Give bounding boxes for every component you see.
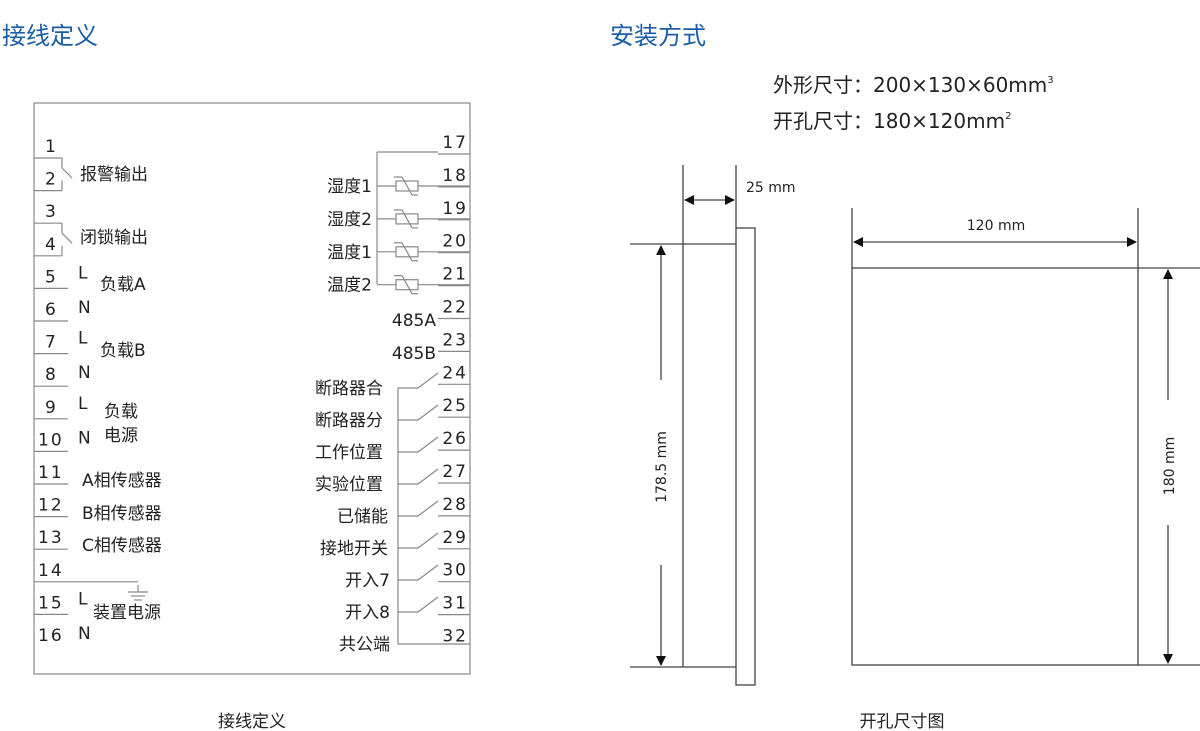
terminal-1: 1 (45, 137, 58, 157)
line-n-label: N (78, 298, 91, 318)
terminal-6: 6 (45, 300, 58, 320)
relay-contact (61, 167, 73, 179)
thermistor-icon (395, 246, 419, 258)
load-b-label: 负载B (100, 341, 146, 361)
switch-contact (417, 500, 439, 517)
cutout-view: 120 mm 180 mm (851, 208, 1200, 666)
line-n-label: N (78, 624, 91, 644)
load-power-label: 电源 (104, 426, 138, 446)
outer-size-spec: 外形尺寸：200×130×60mm3 (773, 73, 1054, 97)
terminal-10: 10 (38, 430, 64, 450)
thermistor-icon (395, 180, 419, 192)
switch-contact (417, 372, 439, 389)
terminal-23: 23 (442, 330, 468, 350)
height-dimension: 178.5 mm (654, 431, 670, 503)
switch-contact (417, 436, 439, 453)
terminal-16: 16 (38, 626, 64, 646)
terminal-5: 5 (45, 267, 58, 287)
alarm-output-label: 报警输出 (80, 165, 148, 185)
input-label-5: 接地开关 (320, 539, 388, 559)
rs485-label-0: 485A (392, 311, 436, 331)
thermistor-icon (401, 209, 413, 229)
sensor-b-label: B相传感器 (82, 504, 162, 524)
lock-output-label: 闭锁输出 (80, 228, 148, 248)
terminal-29: 29 (442, 528, 468, 548)
terminal-14: 14 (38, 561, 64, 581)
terminal-26: 26 (442, 429, 468, 449)
sensor-label-2: 温度1 (327, 243, 372, 263)
terminal-31: 31 (442, 594, 468, 614)
terminal-21: 21 (442, 265, 468, 285)
terminal-22: 22 (442, 298, 468, 318)
sensor-a-label: A相传感器 (82, 471, 162, 491)
switch-contact (417, 532, 439, 549)
terminal-19: 19 (442, 199, 468, 219)
wiring-caption: 接线定义 (218, 712, 286, 731)
switch-contact (417, 564, 439, 581)
input-label-6: 开入7 (345, 571, 390, 591)
cut-width-dimension: 120 mm (967, 218, 1025, 234)
terminal-24: 24 (442, 363, 468, 383)
line-l-label: L (78, 394, 88, 414)
input-label-1: 断路器分 (315, 411, 383, 431)
thermistor-icon (401, 275, 413, 294)
terminal-9: 9 (45, 398, 58, 418)
depth-dimension: 25 mm (746, 180, 796, 196)
line-n-label: N (78, 428, 91, 448)
input-label-3: 实验位置 (315, 475, 383, 495)
switch-contact (417, 404, 439, 421)
terminal-28: 28 (442, 495, 468, 515)
thermistor-icon (395, 279, 419, 291)
switch-contact (417, 468, 439, 485)
terminal-20: 20 (442, 232, 468, 252)
line-n-label: N (78, 363, 91, 383)
install-heading: 安装方式 (610, 22, 706, 50)
terminal-27: 27 (442, 462, 468, 482)
cutout-caption: 开孔尺寸图 (860, 712, 945, 731)
terminal-8: 8 (45, 365, 58, 385)
terminal-11: 11 (38, 463, 64, 483)
cut-height-dimension: 180 mm (1162, 437, 1178, 495)
terminal-17: 17 (442, 133, 468, 153)
sensor-label-3: 温度2 (327, 276, 372, 296)
input-label-2: 工作位置 (315, 443, 383, 463)
terminal-30: 30 (442, 561, 468, 581)
terminal-18: 18 (442, 166, 468, 186)
line-l-label: L (78, 263, 88, 283)
thermistor-icon (395, 213, 419, 225)
terminal-32: 32 (442, 627, 468, 647)
device-power-label: 装置电源 (93, 603, 161, 623)
terminal-12: 12 (38, 496, 64, 516)
rs485-label-1: 485B (392, 344, 436, 364)
terminal-7: 7 (45, 333, 58, 353)
switch-contact (417, 596, 439, 613)
terminal-13: 13 (38, 528, 64, 548)
terminal-25: 25 (442, 396, 468, 416)
terminal-4: 4 (45, 235, 58, 255)
input-label-8: 共公端 (339, 635, 390, 655)
terminal-3: 3 (45, 202, 58, 222)
terminal-15: 15 (38, 593, 64, 613)
sensor-label-1: 湿度2 (327, 210, 372, 230)
sensor-c-label: C相传感器 (82, 536, 162, 556)
wiring-diagram: 12345678910111213141516报警输出闭锁输出LNLNLNLN负… (34, 133, 470, 655)
load-a-label: 负载A (100, 275, 146, 295)
thermistor-icon (401, 176, 413, 196)
input-label-4: 已储能 (337, 507, 388, 527)
side-view: 25 mm 178.5 mm (630, 165, 796, 686)
relay-contact (61, 232, 73, 244)
input-label-7: 开入8 (345, 603, 390, 623)
line-l-label: L (78, 589, 88, 609)
cutout-size-spec: 开孔尺寸：180×120mm2 (773, 109, 1011, 133)
sensor-label-0: 湿度1 (327, 177, 372, 197)
line-l-label: L (78, 329, 88, 349)
thermistor-icon (401, 242, 413, 262)
load-power-label: 负载 (104, 402, 138, 422)
input-label-0: 断路器合 (315, 379, 383, 399)
wiring-box (33, 102, 471, 675)
wiring-heading: 接线定义 (2, 22, 98, 50)
terminal-2: 2 (45, 170, 58, 190)
